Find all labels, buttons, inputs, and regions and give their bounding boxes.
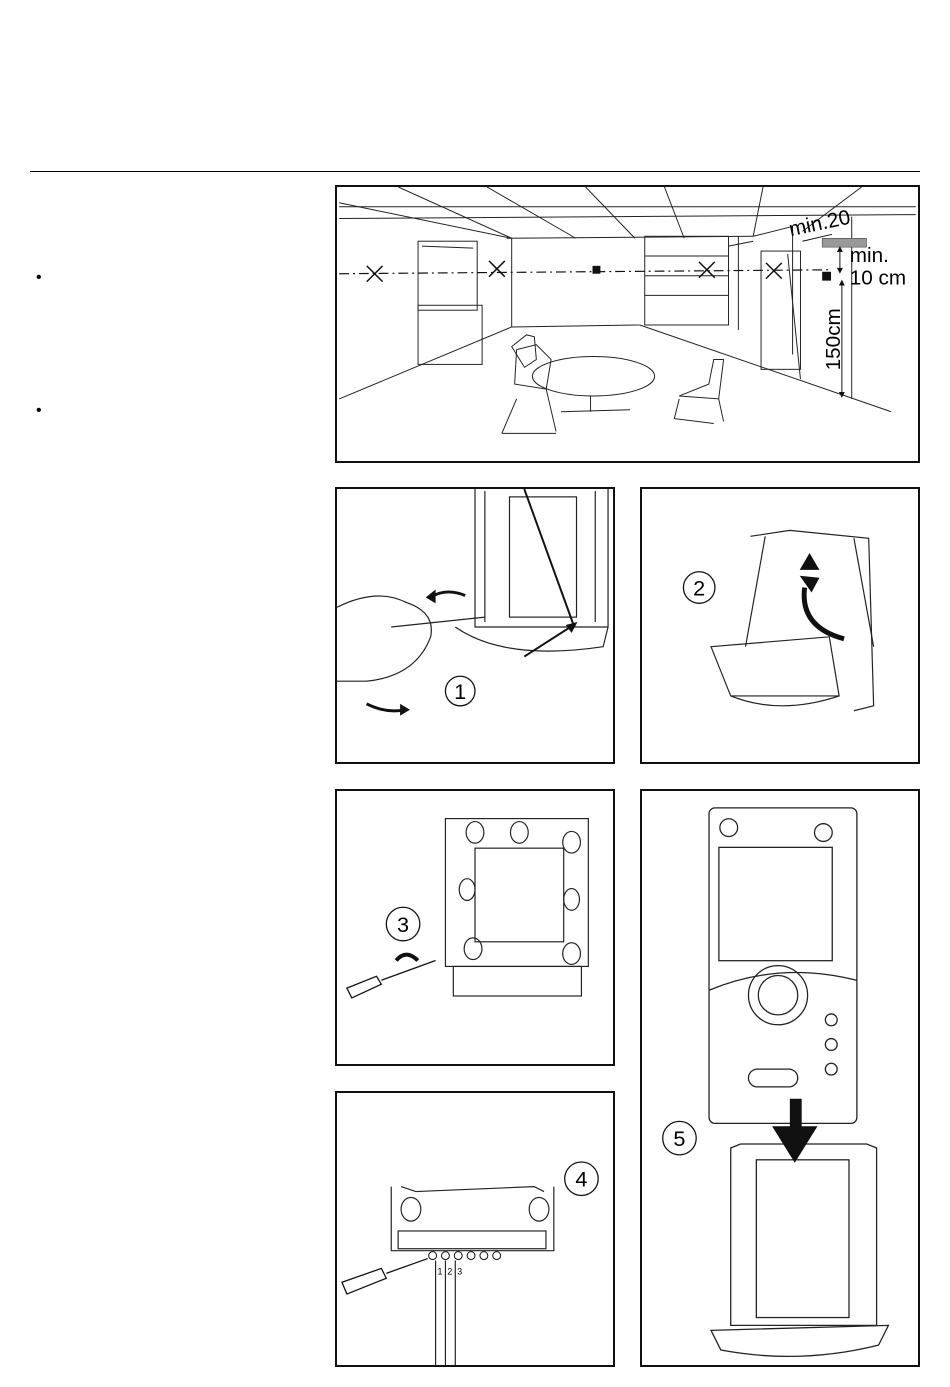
step-3-number: 3 [397, 912, 409, 937]
dim-min: min. [850, 244, 889, 267]
header-rule [30, 171, 920, 172]
terminal-1: 1 [438, 1266, 443, 1276]
step-2-figure: 2 [640, 487, 920, 764]
room-placement-figure: min.20 min. 10 cm 150cm [335, 185, 920, 463]
step-1-number: 1 [454, 679, 466, 704]
step-5-figure: 5 [640, 789, 920, 1367]
room-illustration: min.20 min. 10 cm 150cm [337, 187, 918, 461]
step-5-number: 5 [673, 1126, 685, 1151]
dim-min20: min.20 [787, 206, 853, 241]
bullet-2: • [36, 403, 42, 419]
step-2-number: 2 [693, 575, 705, 600]
dim-10cm: 10 cm [850, 267, 906, 290]
bullet-1: • [36, 270, 42, 286]
dim-150cm: 150cm [822, 308, 845, 370]
terminal-3: 3 [457, 1266, 462, 1276]
step-4-figure: 1 2 3 4 [335, 1091, 615, 1367]
step-3-figure: 3 [335, 789, 615, 1066]
terminal-2: 2 [447, 1266, 452, 1276]
step-4-number: 4 [575, 1167, 587, 1192]
step-1-figure: 1 [335, 487, 615, 764]
